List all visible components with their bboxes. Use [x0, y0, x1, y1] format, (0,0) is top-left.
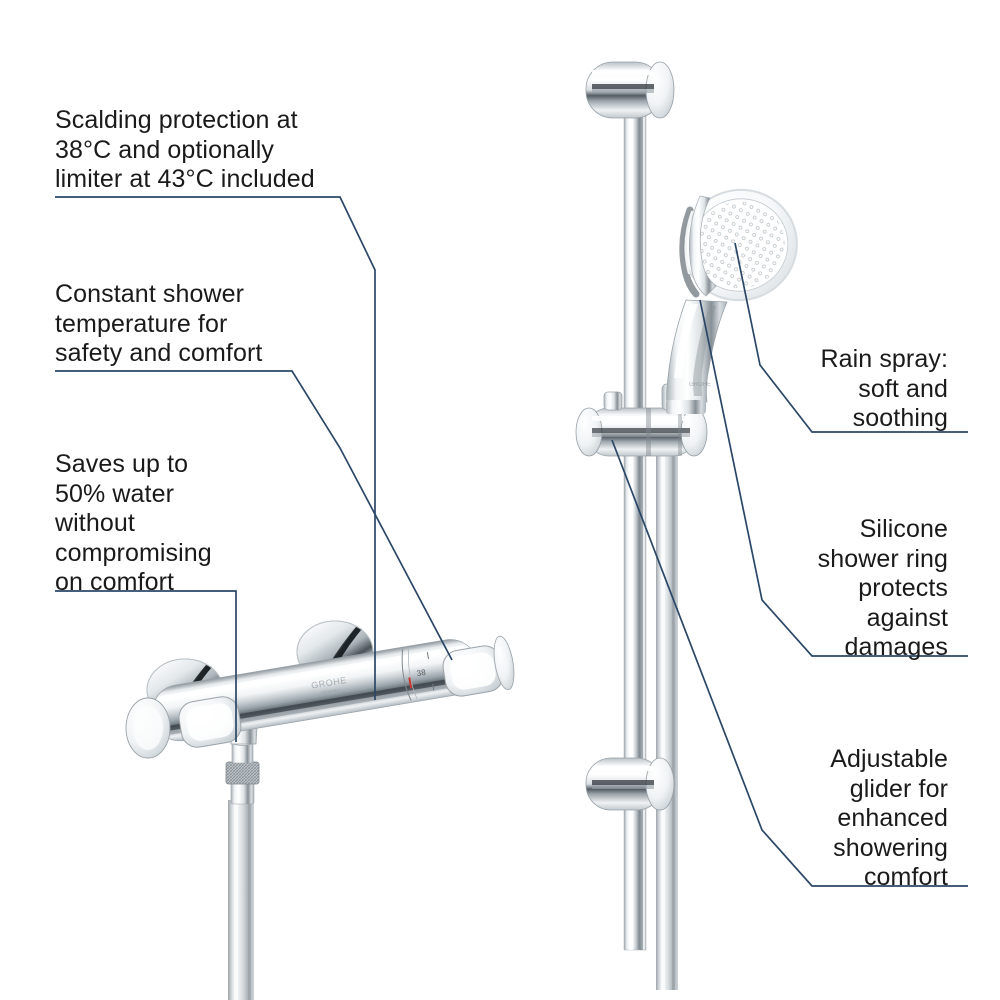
callout-line: Constant shower — [55, 280, 245, 308]
callout-line: glider for — [849, 774, 948, 803]
callout-line: shower ring — [817, 544, 948, 573]
wall-escutcheon-right — [296, 620, 374, 688]
callout-line: limiter at 43°C included — [55, 165, 315, 193]
top-wall-bracket — [585, 61, 675, 119]
svg-text:GROHE: GROHE — [310, 675, 347, 691]
callout-line: Adjustable — [830, 745, 948, 773]
shower-hose-left — [228, 800, 254, 1000]
slide-rail — [623, 99, 647, 951]
adjustable-glider — [575, 383, 708, 457]
callout-line: enhanced — [837, 804, 948, 832]
callout-line: comfort — [863, 863, 948, 891]
bottom-wall-bracket — [585, 757, 675, 811]
wall-escutcheon-left — [146, 658, 224, 722]
callout-line: temperature for — [55, 309, 228, 338]
callout-line: safety and comfort — [55, 339, 263, 367]
callout-line: showering — [833, 833, 948, 862]
callout-water-saving: Saves up to 50% water without compromisi… — [55, 450, 325, 598]
thermostatic-shower-mixer: GROHE GERMANY 38 — [125, 620, 515, 1000]
brand-logo: GROHE GERMANY — [310, 675, 347, 695]
callout-rain-spray: Rain spray: soft and soothing — [708, 345, 948, 434]
mixer-body: GROHE GERMANY 38 — [151, 639, 479, 742]
callout-line: soothing — [852, 404, 948, 432]
hose-connector — [225, 738, 260, 805]
callout-line: 50% water — [55, 479, 175, 508]
leader-saves — [55, 590, 237, 742]
callout-constant-temperature: Constant shower temperature for safety a… — [55, 280, 355, 369]
callout-line: on comfort — [55, 568, 175, 596]
callout-adjustable-glider: Adjustable glider for enhanced showering… — [708, 745, 948, 893]
callout-line: damages — [844, 633, 948, 661]
temperature-scale: 38 — [401, 649, 435, 701]
callout-silicone-ring: Silicone shower ring protects against da… — [708, 515, 948, 663]
callout-line: against — [866, 603, 948, 632]
callout-line: Saves up to — [55, 450, 189, 478]
callout-line: Silicone — [859, 515, 948, 543]
callout-line: compromising — [55, 538, 212, 567]
dial-temperature-label: 38 — [416, 668, 427, 678]
svg-text:GERMANY: GERMANY — [320, 687, 341, 695]
callout-line: without — [55, 509, 135, 537]
dial-red-marker — [408, 677, 413, 689]
callout-scalding-protection: Scalding protection at 38°C and optional… — [55, 106, 385, 195]
callout-line: soft and — [858, 374, 948, 403]
temperature-handle — [442, 635, 515, 697]
callout-line: Rain spray: — [820, 345, 948, 373]
leader-scalding — [55, 196, 376, 700]
callout-line: 38°C and optionally — [55, 135, 274, 164]
callout-line: protects — [858, 574, 948, 602]
volume-handle — [125, 696, 242, 759]
shower-hose-right — [656, 430, 678, 990]
callout-line: Scalding protection at — [55, 106, 298, 134]
